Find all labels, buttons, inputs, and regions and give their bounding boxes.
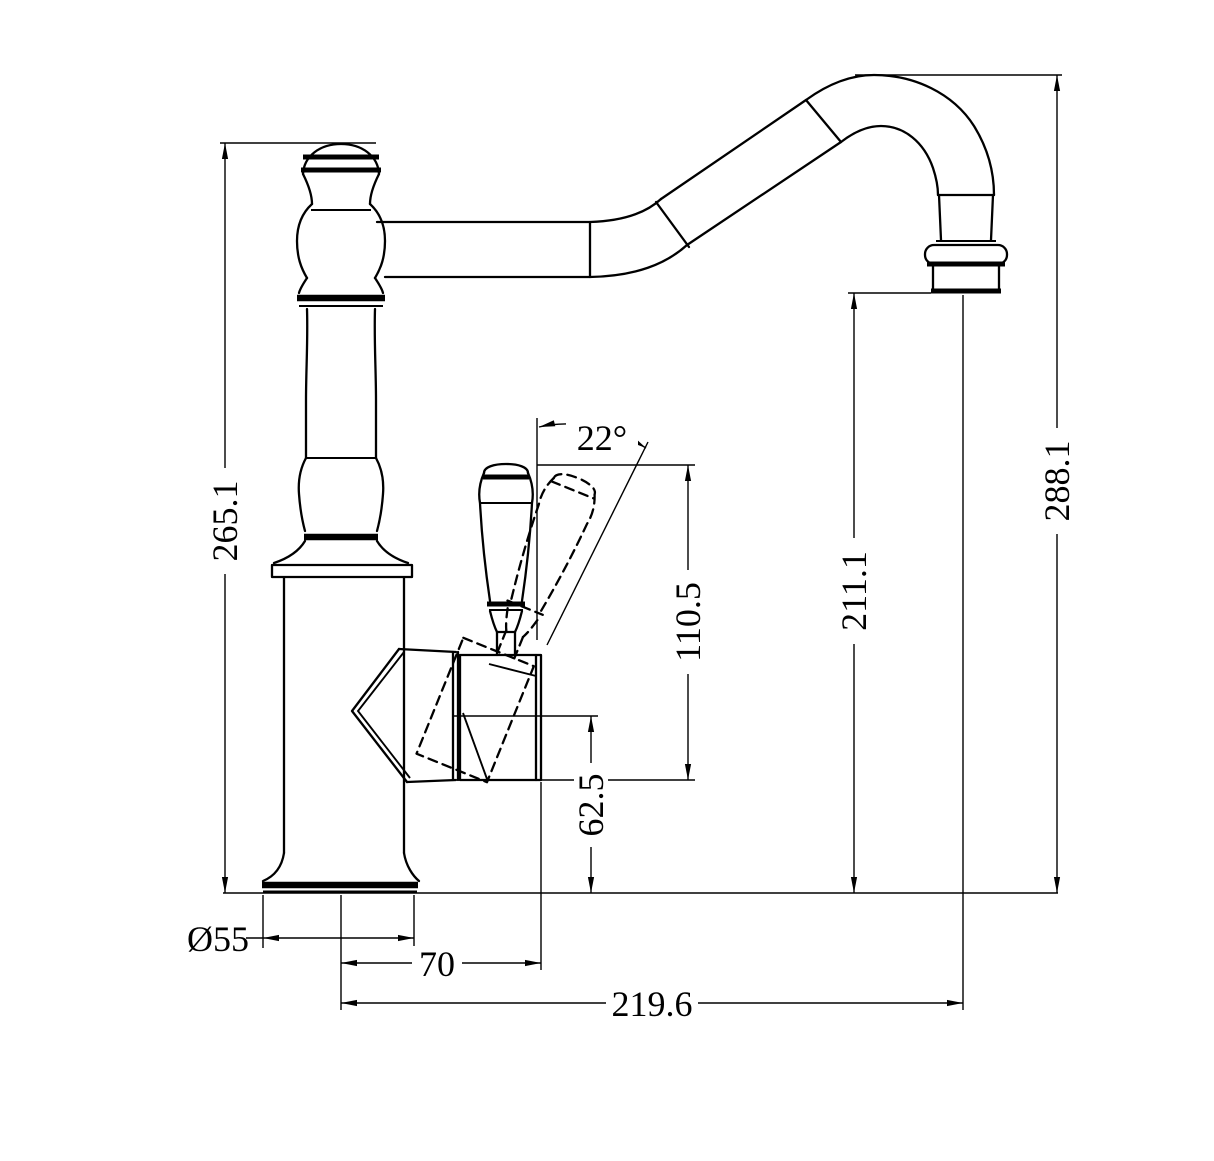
dim-right-height-label: 288.1 [1037,441,1077,522]
dim-base-diameter-label: Ø55 [187,919,249,959]
handle-outline [478,462,534,657]
column-outline [261,142,421,893]
dim-outlet-height-label: 211.1 [834,551,874,631]
dim-handle-height-label: 110.5 [668,582,708,662]
dim-spout-reach-label: 219.6 [612,984,693,1024]
dim-left-height-label: 265.1 [205,481,245,562]
dim-valve-height-label: 62.5 [571,774,611,837]
extension-lines [220,74,1062,1010]
handle-rotated-dashed [415,473,597,784]
spout-outline [375,73,1009,294]
dim-handle-angle-label: 22° [577,418,627,458]
dim-valve-offset-label: 70 [419,944,455,984]
dimension-labels: 265.1 288.1 211.1 110.5 62.5 22° Ø55 70 … [187,416,1077,1024]
